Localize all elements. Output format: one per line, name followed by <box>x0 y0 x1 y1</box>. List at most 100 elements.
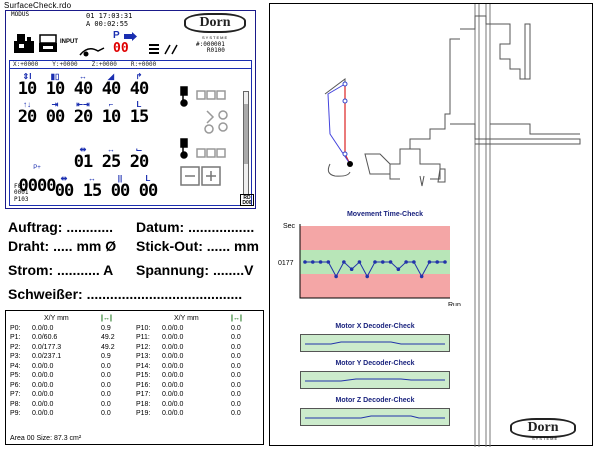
point-id: P9: <box>10 410 21 417</box>
point-value: 0.0 <box>101 362 111 370</box>
point-xy: 0.0/0.0 <box>162 410 184 417</box>
spannung-field[interactable]: Spannung: ........V <box>136 262 254 278</box>
point-id: P14: <box>136 362 151 370</box>
series-point <box>303 260 307 264</box>
coord-x: X:+0000 <box>13 61 39 68</box>
header-xy: X/Y mm <box>174 315 199 322</box>
list-icon <box>149 44 159 54</box>
table-header: X/Y mm |↔| <box>10 314 131 324</box>
param-value: 20 <box>73 107 93 127</box>
param-cell[interactable]: ↔15 <box>78 173 106 201</box>
torch-position-dot <box>347 161 353 167</box>
param-cell[interactable]: ◢40 <box>97 71 125 98</box>
point-value: 0.0 <box>231 381 241 389</box>
rd-button[interactable]: RD D00 <box>240 194 254 206</box>
param-value: 40 <box>73 79 93 99</box>
param-cell[interactable]: ⇥00 <box>41 99 69 127</box>
window-title: SurfaceCheck.rdo <box>4 1 72 10</box>
path-point[interactable] <box>342 98 348 104</box>
chart-axes <box>299 224 450 299</box>
point-xy: 0.0/0.0 <box>162 343 184 351</box>
dorn-logo-bottom: Dorn <box>510 418 576 438</box>
param-value: 10 <box>101 107 121 127</box>
weld-path-blue <box>327 83 351 165</box>
series-point <box>349 267 354 271</box>
point-xy: 0.0/177.3 <box>32 343 62 351</box>
param-value: 00 <box>138 181 158 201</box>
step-icon: ⇤⇥ <box>76 100 90 109</box>
param-cell[interactable]: ⌐10 <box>97 99 125 127</box>
time-readout: A 00:02:55 <box>86 20 129 28</box>
scrollbar[interactable] <box>243 91 249 195</box>
point-xy: 0.0/0.0 <box>32 362 54 370</box>
path-point[interactable] <box>342 151 348 157</box>
series-point <box>404 260 408 264</box>
wide-icon: ↔ <box>107 145 115 154</box>
param-cell[interactable]: ||00 <box>106 173 134 200</box>
strom-field[interactable]: Strom: ........... A <box>8 262 114 278</box>
point-value: 0.0 <box>231 343 241 351</box>
corner-icon: ↱ <box>135 72 143 81</box>
param-cell[interactable]: ⇹00 <box>50 173 78 200</box>
point-id: P2: <box>10 343 21 351</box>
point-id: P1: <box>10 334 21 341</box>
point-id: P10: <box>136 324 151 332</box>
table-row: P6: 0.0/0.0 0.0 <box>10 381 131 391</box>
x-axis-label: Run <box>448 302 461 306</box>
path-point[interactable] <box>342 81 348 87</box>
series-point <box>419 274 424 279</box>
param-cell[interactable]: ↱40 <box>125 71 153 98</box>
point-xy: 0.0/0.0 <box>162 353 184 360</box>
param-cell[interactable]: ▮▯10 <box>41 71 69 98</box>
point-xy: 0.0/0.0 <box>162 391 184 398</box>
datum-field[interactable]: Datum: ................. <box>136 219 255 235</box>
series-point <box>357 260 362 264</box>
draht-field[interactable]: Draht: ..... mm Ø <box>8 238 117 254</box>
weld-path-red <box>344 84 351 165</box>
param-cell[interactable]: ↑↓20 <box>13 99 41 126</box>
bend-icon: ⌙ <box>135 145 143 154</box>
point-id: P7: <box>10 391 21 398</box>
param-value: 15 <box>82 181 102 201</box>
param-cell[interactable]: ⌙20 <box>125 144 153 171</box>
series-point <box>396 267 401 271</box>
stickout-field[interactable]: Stick-Out: ...... mm <box>136 238 259 254</box>
table-header: X/Y mm |↔| <box>136 314 261 324</box>
clock: 01 17:03:31 A 00:02:55 <box>86 12 132 28</box>
big-value-cell[interactable]: P+ 0000 <box>10 165 64 196</box>
auftrag-field[interactable]: Auftrag: ............ <box>8 219 113 235</box>
slope-icon: ◢ <box>107 72 115 81</box>
param-cell[interactable]: ↔40 <box>69 71 97 99</box>
decoder-x-box <box>300 334 450 352</box>
param-cell[interactable]: ⇤⇥20 <box>69 99 97 127</box>
point-value: 49.2 <box>101 334 115 341</box>
param-cell[interactable]: ⇹01 <box>69 144 97 171</box>
point-id: P5: <box>10 372 21 379</box>
point-xy: 0.0/0.0 <box>162 381 184 389</box>
logo-subtitle: SYSTEME <box>202 35 229 40</box>
point-value: 0.0 <box>231 353 241 360</box>
point-id: P6: <box>10 381 21 389</box>
point-id: P11: <box>136 334 150 341</box>
point-id: P8: <box>10 400 21 408</box>
schweisser-field[interactable]: Schweißer: .............................… <box>8 286 243 302</box>
date-readout: 01 17:03:31 <box>86 12 133 20</box>
point-xy: 0.0/0.0 <box>32 381 54 389</box>
torch-status-icons <box>180 86 228 186</box>
scroll-thumb[interactable] <box>244 104 248 164</box>
param-value: 00 <box>45 107 65 127</box>
chart-band <box>300 226 450 250</box>
param-row-3: ⇹01 ↔25 ⌙20 <box>69 144 153 171</box>
param-cell[interactable]: ↔25 <box>97 144 125 171</box>
coord-y: Y:+0000 <box>52 61 78 68</box>
point-value: 0.0 <box>101 381 111 389</box>
header-xy: X/Y mm <box>44 315 69 322</box>
